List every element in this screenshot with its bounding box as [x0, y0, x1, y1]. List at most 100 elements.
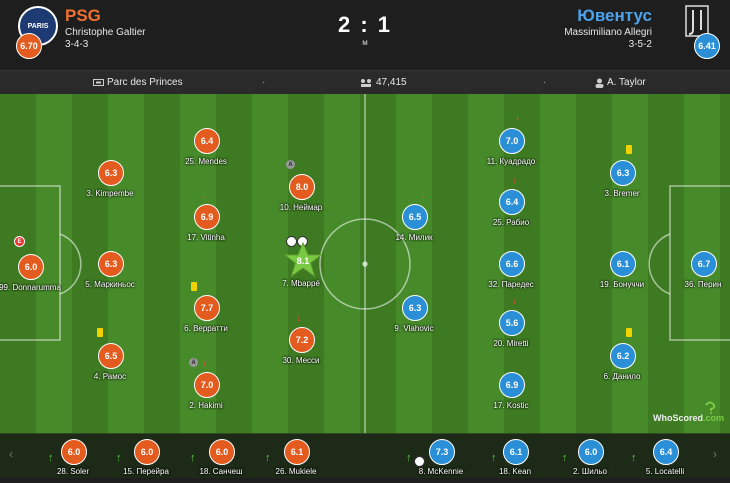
player-home-mid[interactable]: A ↓ 7.0 2. Hakimi [161, 358, 251, 416]
yellow-card-icon [626, 328, 632, 337]
player-name: 25. Рабио [492, 218, 530, 227]
player-name: 99. Donnarumma [0, 283, 61, 292]
player-rating: 6.6 [499, 251, 525, 277]
player-rating: 6.0 [209, 439, 235, 465]
player-name: 5. Маркиньос [85, 280, 135, 289]
player-name: 5. Locatelli [645, 467, 685, 476]
player-home-fwd[interactable]: A 8.0 10. Неймар [256, 160, 346, 218]
player-name: 18. Санчеш [199, 467, 243, 476]
crest-text: PARIS [27, 22, 49, 30]
score: 2 : 1 [337, 12, 393, 37]
away-team-rating: 6.41 [694, 33, 720, 59]
sub-away[interactable]: ↑ 6.4 5. Locatelli [620, 439, 710, 483]
player-away-mid[interactable]: 6.9 17. Kostic [466, 372, 556, 416]
player-rating: 6.0 [578, 439, 604, 465]
player-rating: 5.6 [499, 310, 525, 336]
player-away-gk[interactable]: 6.7 36. Перин [658, 251, 730, 295]
away-team-name[interactable]: Ювентус [577, 6, 652, 25]
player-name: 30. Месси [282, 356, 320, 365]
player-home-def[interactable]: 6.3 3. Kimpembe [65, 160, 155, 204]
player-rating: 6.3 [610, 160, 636, 186]
sub-away[interactable]: ↑ 6.1 18. Kean [470, 439, 560, 483]
player-home-mid[interactable]: ↓ 6.9 17. Vitinha [161, 190, 251, 248]
player-name: 10. Неймар [279, 203, 323, 212]
player-rating: 6.1 [503, 439, 529, 465]
player-name: 9. Vlahovic [394, 324, 434, 333]
arrow-up-icon: ↑ [562, 452, 568, 464]
player-away-def[interactable]: 6.3 3. Bremer [577, 145, 667, 204]
crowd-icon [361, 79, 371, 87]
sub-home[interactable]: ↑ 6.0 28. Soler [28, 439, 118, 483]
player-name: 18. Kean [498, 467, 532, 476]
referee: A. Taylor [607, 77, 646, 88]
separator-dot: · [543, 77, 547, 88]
substitutes-bench: ‹ › ↑ 6.0 28. Soler ↑ 6.0 15. Перейра ↑ … [0, 433, 730, 478]
logo-text: WhoScored [653, 413, 704, 423]
player-home-gk[interactable]: E 6.0 99. Donnarumma [0, 236, 75, 298]
player-name: 26. Mukiele [275, 467, 317, 476]
player-rating: 6.9 [499, 372, 525, 398]
player-rating: 7.0 [194, 372, 220, 398]
home-team-rating: 6.70 [16, 33, 42, 59]
pitch-markings [0, 94, 730, 433]
sub-home[interactable]: ↑ 6.0 18. Санчеш [176, 439, 266, 483]
home-team-name[interactable]: PSG [65, 6, 101, 25]
player-rating: 6.0 [134, 439, 160, 465]
attendance: 47,415 [376, 77, 407, 88]
player-name: 19. Бонуччи [599, 280, 645, 289]
player-rating: 6.5 [402, 204, 428, 230]
player-away-def[interactable]: 6.1 19. Бонуччи [577, 251, 667, 295]
captain-icon: A [286, 160, 295, 169]
arrow-up-icon: ↑ [190, 452, 196, 464]
player-away-fwd[interactable]: ↓ 6.5 14. Милик [369, 190, 459, 248]
player-home-fwd[interactable]: ↓ 7.2 30. Месси [256, 313, 346, 371]
player-home-def[interactable]: 6.5 4. Рамос [65, 328, 155, 387]
chevron-left-icon[interactable]: ‹ [9, 447, 13, 461]
pitch: E 6.0 99. Donnarumma 6.3 3. Kimpembe 6.3… [0, 94, 730, 433]
player-name: 2. Hakimi [189, 401, 223, 410]
player-rating: 6.5 [98, 343, 124, 369]
player-home-mid[interactable]: 6.4 25. Mendes [161, 128, 251, 172]
arrow-up-icon: ↑ [48, 452, 54, 464]
whoscored-logo: WhoScored.com [653, 413, 724, 423]
sub-home[interactable]: ↑ 6.0 15. Перейра [101, 439, 191, 483]
whistle-icon [595, 78, 604, 88]
player-name: 20. Miretti [493, 339, 529, 348]
separator-dot: · [262, 77, 266, 88]
player-name: 36. Перин [684, 280, 722, 289]
player-home-def[interactable]: 6.3 5. Маркиньос [65, 251, 155, 295]
player-away-mid[interactable]: ↓ 7.0 11. Куадрадо [466, 112, 556, 172]
player-away-mid[interactable]: ↓ 6.4 25. Рабио [466, 175, 556, 233]
yellow-card-icon [191, 282, 197, 291]
player-away-def[interactable]: 6.2 6. Данило [577, 328, 667, 387]
player-rating: 6.4 [499, 189, 525, 215]
player-rating: 6.7 [691, 251, 717, 277]
player-name: 25. Mendes [185, 157, 227, 166]
yellow-card-icon [97, 328, 103, 337]
sub-away[interactable]: ↑ 6.0 2. Шильо [545, 439, 635, 483]
arrow-up-icon: ↑ [491, 452, 497, 464]
player-rating: 8.0 [289, 174, 315, 200]
sub-away[interactable]: ↑ 7.3 8. McKennie [396, 439, 486, 483]
yellow-card-icon [626, 145, 632, 154]
player-rating: 6.1 [610, 251, 636, 277]
chevron-right-icon[interactable]: › [713, 447, 717, 461]
sub-home[interactable]: ↑ 6.1 26. Mukiele [251, 439, 341, 483]
player-away-fwd[interactable]: 6.3 9. Vlahovic [369, 295, 459, 339]
stadium-icon [93, 79, 104, 86]
venue: Parc des Princes [107, 77, 183, 88]
player-home-mid[interactable]: 7.7 6. Верратти [161, 282, 251, 339]
player-name: 7. Mbappé [282, 279, 320, 288]
away-manager: Massimiliano Allegri [564, 27, 652, 38]
arrow-down-icon: ↓ [515, 112, 520, 123]
player-name: 2. Шильо [573, 467, 607, 476]
logo-suffix: .com [703, 413, 725, 423]
arrow-down-icon: ↓ [512, 296, 517, 307]
player-away-mid[interactable]: ↓ 5.6 20. Miretti [466, 296, 556, 354]
player-rating: 7.0 [499, 128, 525, 154]
arrow-down-icon: ↓ [201, 190, 206, 201]
player-away-mid[interactable]: 6.6 32. Паредес [466, 251, 556, 295]
arrow-up-icon: ↑ [265, 452, 271, 464]
player-rating: 6.9 [194, 204, 220, 230]
player-rating: 7.2 [289, 327, 315, 353]
